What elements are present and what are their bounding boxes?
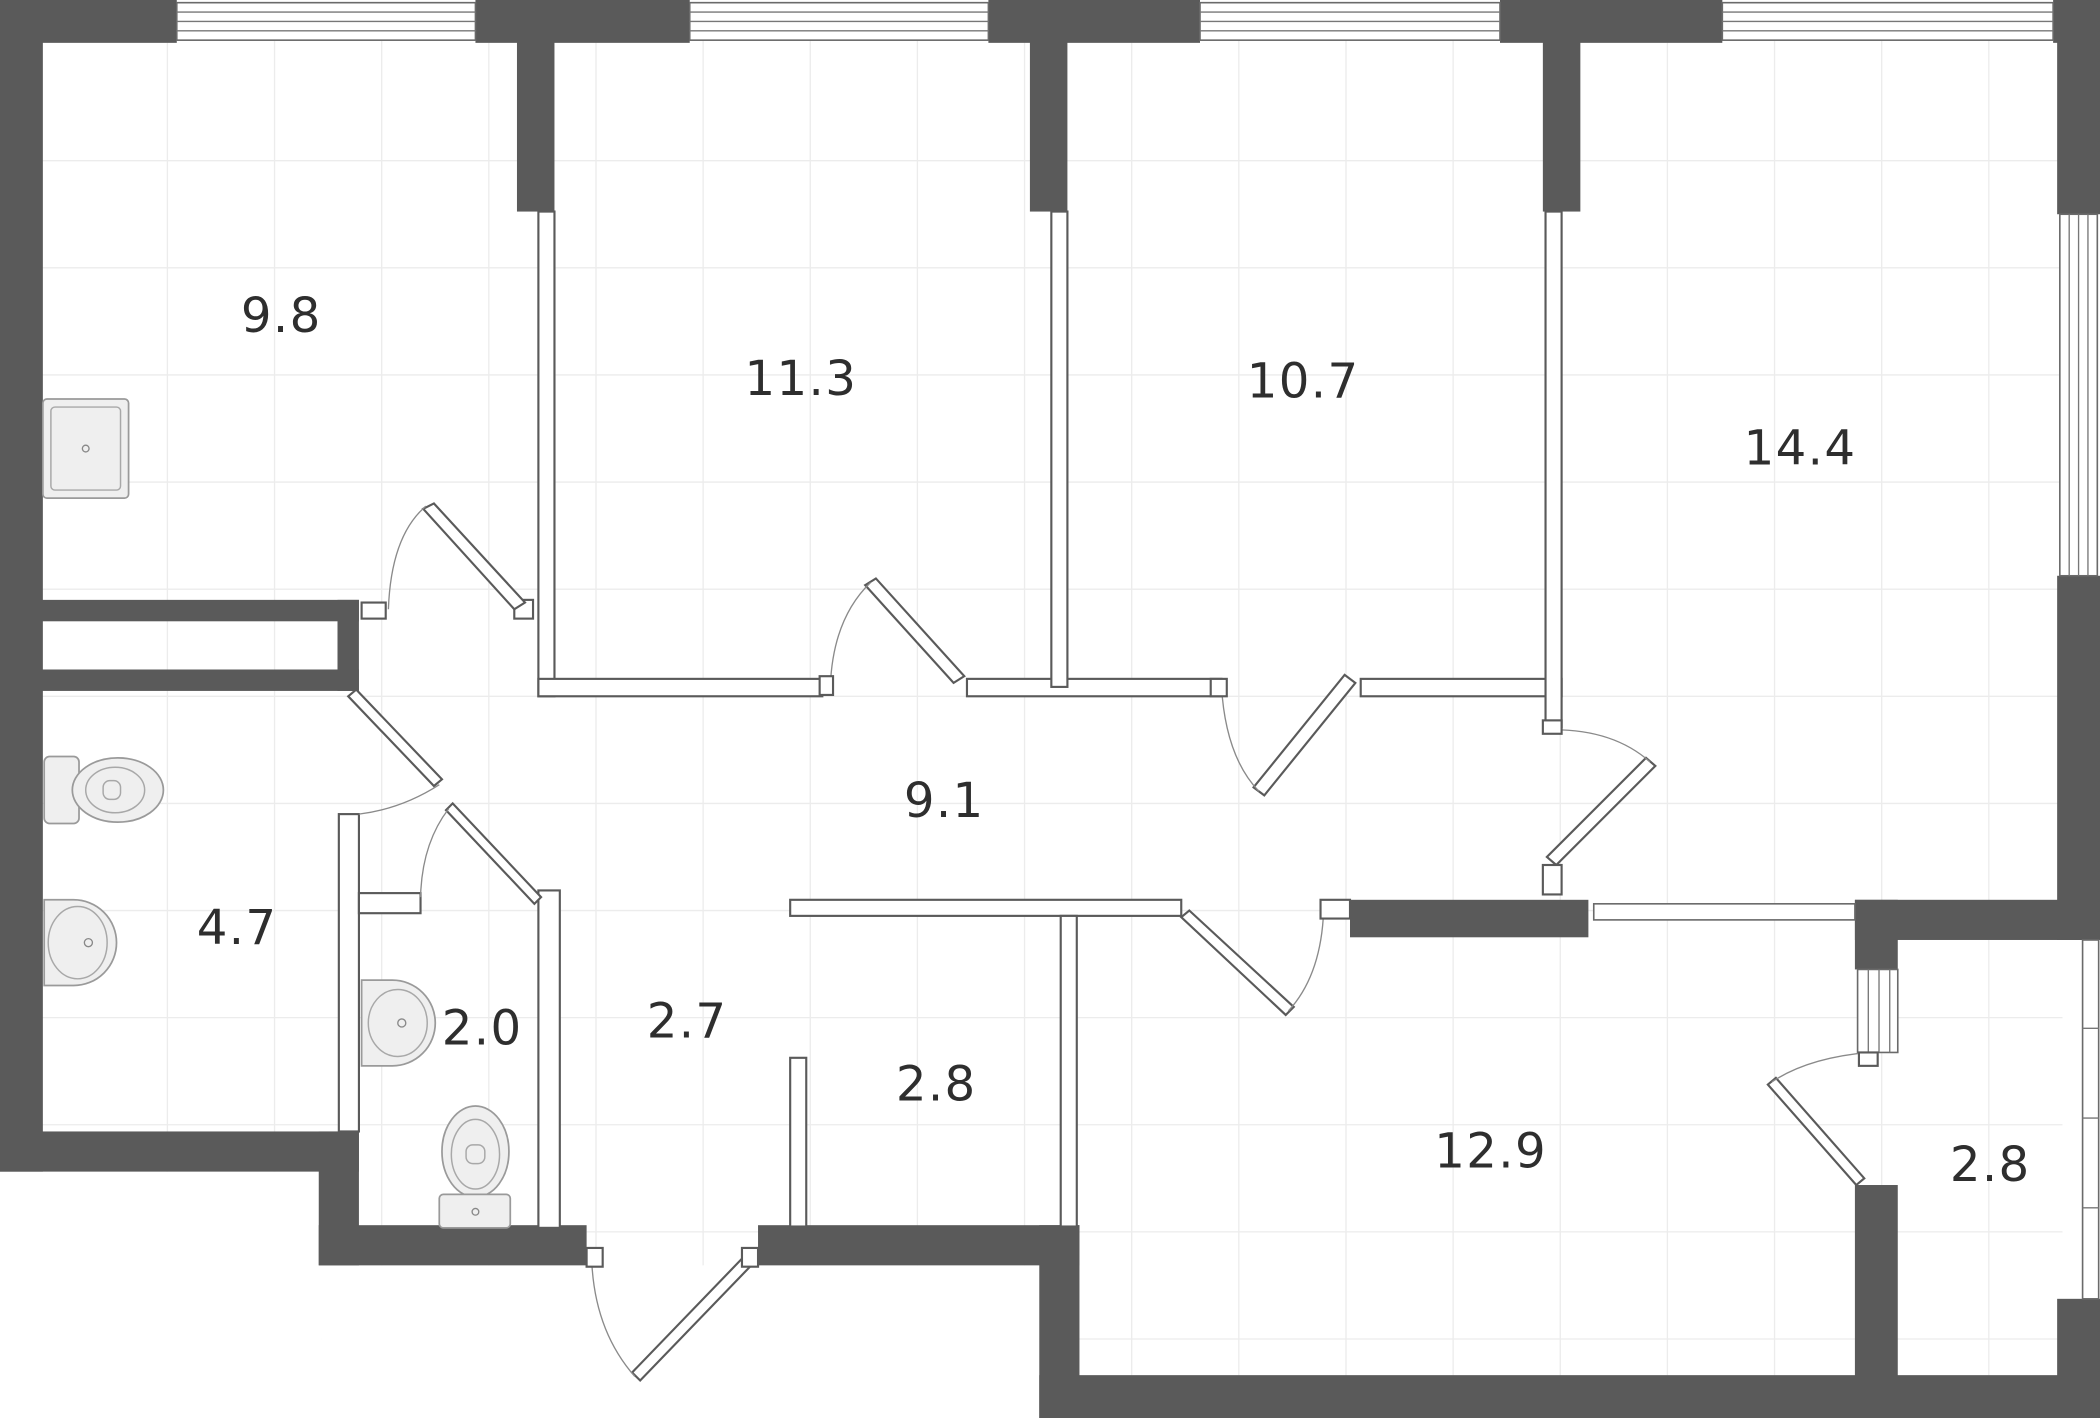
room-area-bedroom-2: 10.7	[1247, 354, 1360, 410]
room-area-bathroom: 4.7	[197, 900, 278, 956]
room-area-bedroom-3: 12.9	[1434, 1124, 1547, 1180]
bathroom-sink-icon	[43, 898, 118, 987]
room-area-bedroom-1: 11.3	[745, 351, 858, 407]
room-labels: 9.8 11.3 10.7 14.4 9.1 4.7 2.0 2.7 2.8 1…	[197, 288, 2031, 1193]
room-area-storage: 2.8	[896, 1057, 977, 1113]
toilet-icon	[438, 1105, 512, 1229]
windows	[175, 1, 2100, 1300]
bathtub-toilet-icon	[43, 755, 165, 825]
doors	[346, 502, 1879, 1383]
room-area-hallway: 9.1	[904, 773, 985, 829]
kitchen-sink-icon	[41, 398, 130, 499]
room-area-balcony: 2.8	[1950, 1137, 2031, 1193]
room-area-entrance: 2.7	[647, 994, 728, 1050]
room-area-toilet: 2.0	[442, 1000, 523, 1056]
fixtures	[41, 398, 512, 1229]
toilet-sink-icon	[360, 979, 437, 1067]
room-area-kitchen: 9.8	[241, 288, 322, 344]
room-area-living-room: 14.4	[1744, 421, 1857, 477]
